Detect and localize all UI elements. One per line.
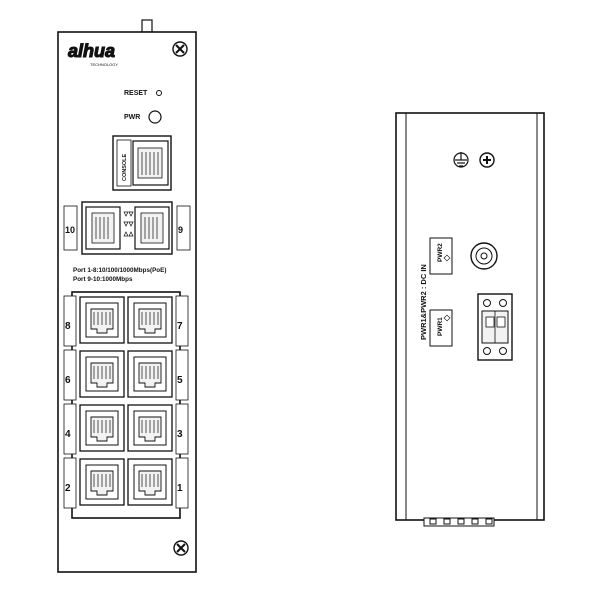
port-2-label: 2 — [65, 483, 71, 494]
sfp-port-10[interactable] — [85, 206, 121, 250]
port-1-label: 1 — [177, 483, 183, 494]
reset-label: RESET — [124, 90, 148, 97]
rj45-port-1[interactable] — [127, 458, 173, 506]
rj45-port-3[interactable] — [127, 404, 173, 452]
logo-text: alhua — [68, 41, 115, 61]
front-panel: alhua TECHNOLOGY RESET PWR CONSOLE — [57, 19, 197, 573]
dahua-logo: alhua TECHNOLOGY — [67, 40, 118, 67]
port-4-label: 4 — [65, 429, 71, 440]
port-8-label: 8 — [65, 321, 71, 332]
rj45-port-7[interactable] — [127, 296, 173, 344]
dc-in-label: PWR1&PWR2 : DC IN — [419, 264, 428, 340]
sfp-port-10-label: 10 — [65, 225, 75, 235]
side-panel: PWR1&PWR2 : DC IN PWR2 PWR1 — [395, 112, 545, 527]
rj45-label-slots — [63, 295, 189, 509]
console-port[interactable]: CONSOLE — [112, 135, 172, 191]
sfp-port-9-label: 9 — [178, 225, 183, 235]
port-7-label: 7 — [177, 321, 183, 332]
side-panel-body — [395, 112, 545, 521]
logo-subtext: TECHNOLOGY — [90, 62, 118, 67]
pwr-led-icon — [148, 110, 162, 124]
din-clip — [141, 19, 153, 33]
port-spec-line-2: Port 9-10:1000Mbps — [73, 276, 133, 283]
dc-barrel-jack[interactable] — [470, 242, 498, 270]
rj45-port-4[interactable] — [79, 404, 125, 452]
bottom-vent-tabs — [423, 517, 495, 527]
port-6-label: 6 — [65, 375, 71, 386]
pwr2-label-box: PWR2 — [429, 237, 453, 275]
bottom-screw-icon — [173, 540, 189, 556]
reset-button[interactable] — [156, 90, 162, 96]
svg-text:PWR2: PWR2 — [437, 243, 444, 262]
pwr1-label-box: PWR1 — [429, 309, 453, 347]
console-label: CONSOLE — [122, 153, 128, 181]
rj45-port-2[interactable] — [79, 458, 125, 506]
svg-text:PWR1: PWR1 — [437, 317, 444, 336]
terminal-block-connector[interactable] — [477, 293, 513, 361]
ground-icon — [453, 152, 469, 168]
port-3-label: 3 — [177, 429, 183, 440]
rj45-port-grid — [79, 296, 173, 506]
sfp-port-9[interactable] — [134, 206, 170, 250]
pwr-label: PWR — [124, 114, 140, 121]
rj45-port-6[interactable] — [79, 350, 125, 398]
sfp-led-arrows-icon — [123, 211, 134, 237]
top-screw-icon — [172, 41, 188, 57]
ground-screw-icon — [479, 152, 495, 168]
port-spec-line-1: Port 1-8:10/100/1000Mbps(PoE) — [73, 267, 166, 274]
sfp-port-block: 10 9 — [63, 201, 191, 255]
rj45-port-5[interactable] — [127, 350, 173, 398]
port-5-label: 5 — [177, 375, 183, 386]
rj45-port-8[interactable] — [79, 296, 125, 344]
